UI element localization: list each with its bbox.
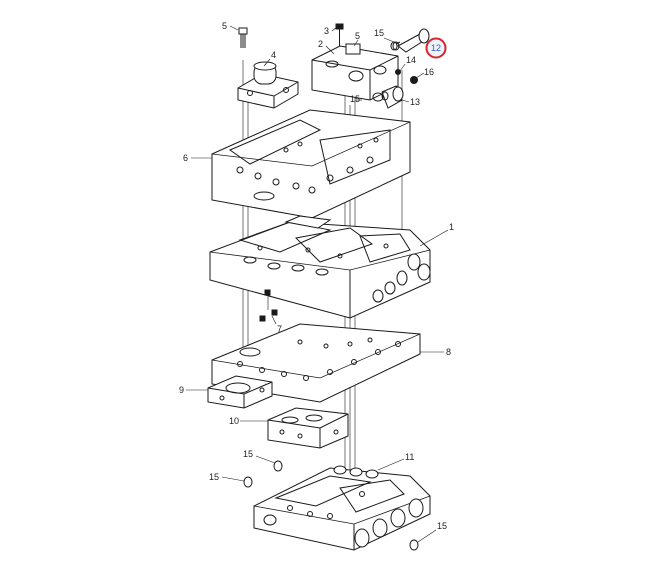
callout-13: 13 [410,97,420,107]
part-plate-10 [267,407,349,449]
callout-9: 9 [179,385,184,395]
part-bolt-5 [238,27,248,48]
part-o-rings-15 [243,41,419,551]
callout-16: 16 [424,67,434,77]
callout-1: 1 [449,222,454,232]
callout-15e: 15 [437,521,447,531]
callout-14: 14 [406,55,416,65]
part-separator-plate-6 [211,109,411,219]
part-screw-16 [410,76,418,84]
callout-8: 8 [446,347,451,357]
callout-12[interactable]: 12 [431,43,441,53]
callout-leaders [186,25,449,543]
callout-6: 6 [183,153,188,163]
part-lower-valve-body-11 [253,465,431,551]
callout-15b: 15 [350,94,360,104]
callout-5a: 5 [222,21,227,31]
callout-2: 2 [318,39,323,49]
highlight-ring-12 [425,37,447,59]
part-plug-14 [395,69,401,75]
callout-7: 7 [277,324,282,334]
callout-10: 10 [229,416,239,426]
callout-3: 3 [324,26,329,36]
callout-5b: 5 [355,31,360,41]
part-screw-3 [335,23,344,46]
part-solenoid-12 [390,28,430,53]
part-bracket-4 [237,61,299,109]
callout-11: 11 [405,452,414,462]
callout-labels: 5 4 3 2 5 15 12 14 16 13 15 6 1 7 8 9 10… [179,21,454,531]
part-cover-9 [207,375,273,409]
callout-15c: 15 [243,449,253,459]
part-bolts-7 [259,289,278,322]
part-housing-2 [311,43,399,101]
callout-4: 4 [271,50,276,60]
callout-15d: 15 [209,472,219,482]
callout-15a: 15 [374,28,384,38]
